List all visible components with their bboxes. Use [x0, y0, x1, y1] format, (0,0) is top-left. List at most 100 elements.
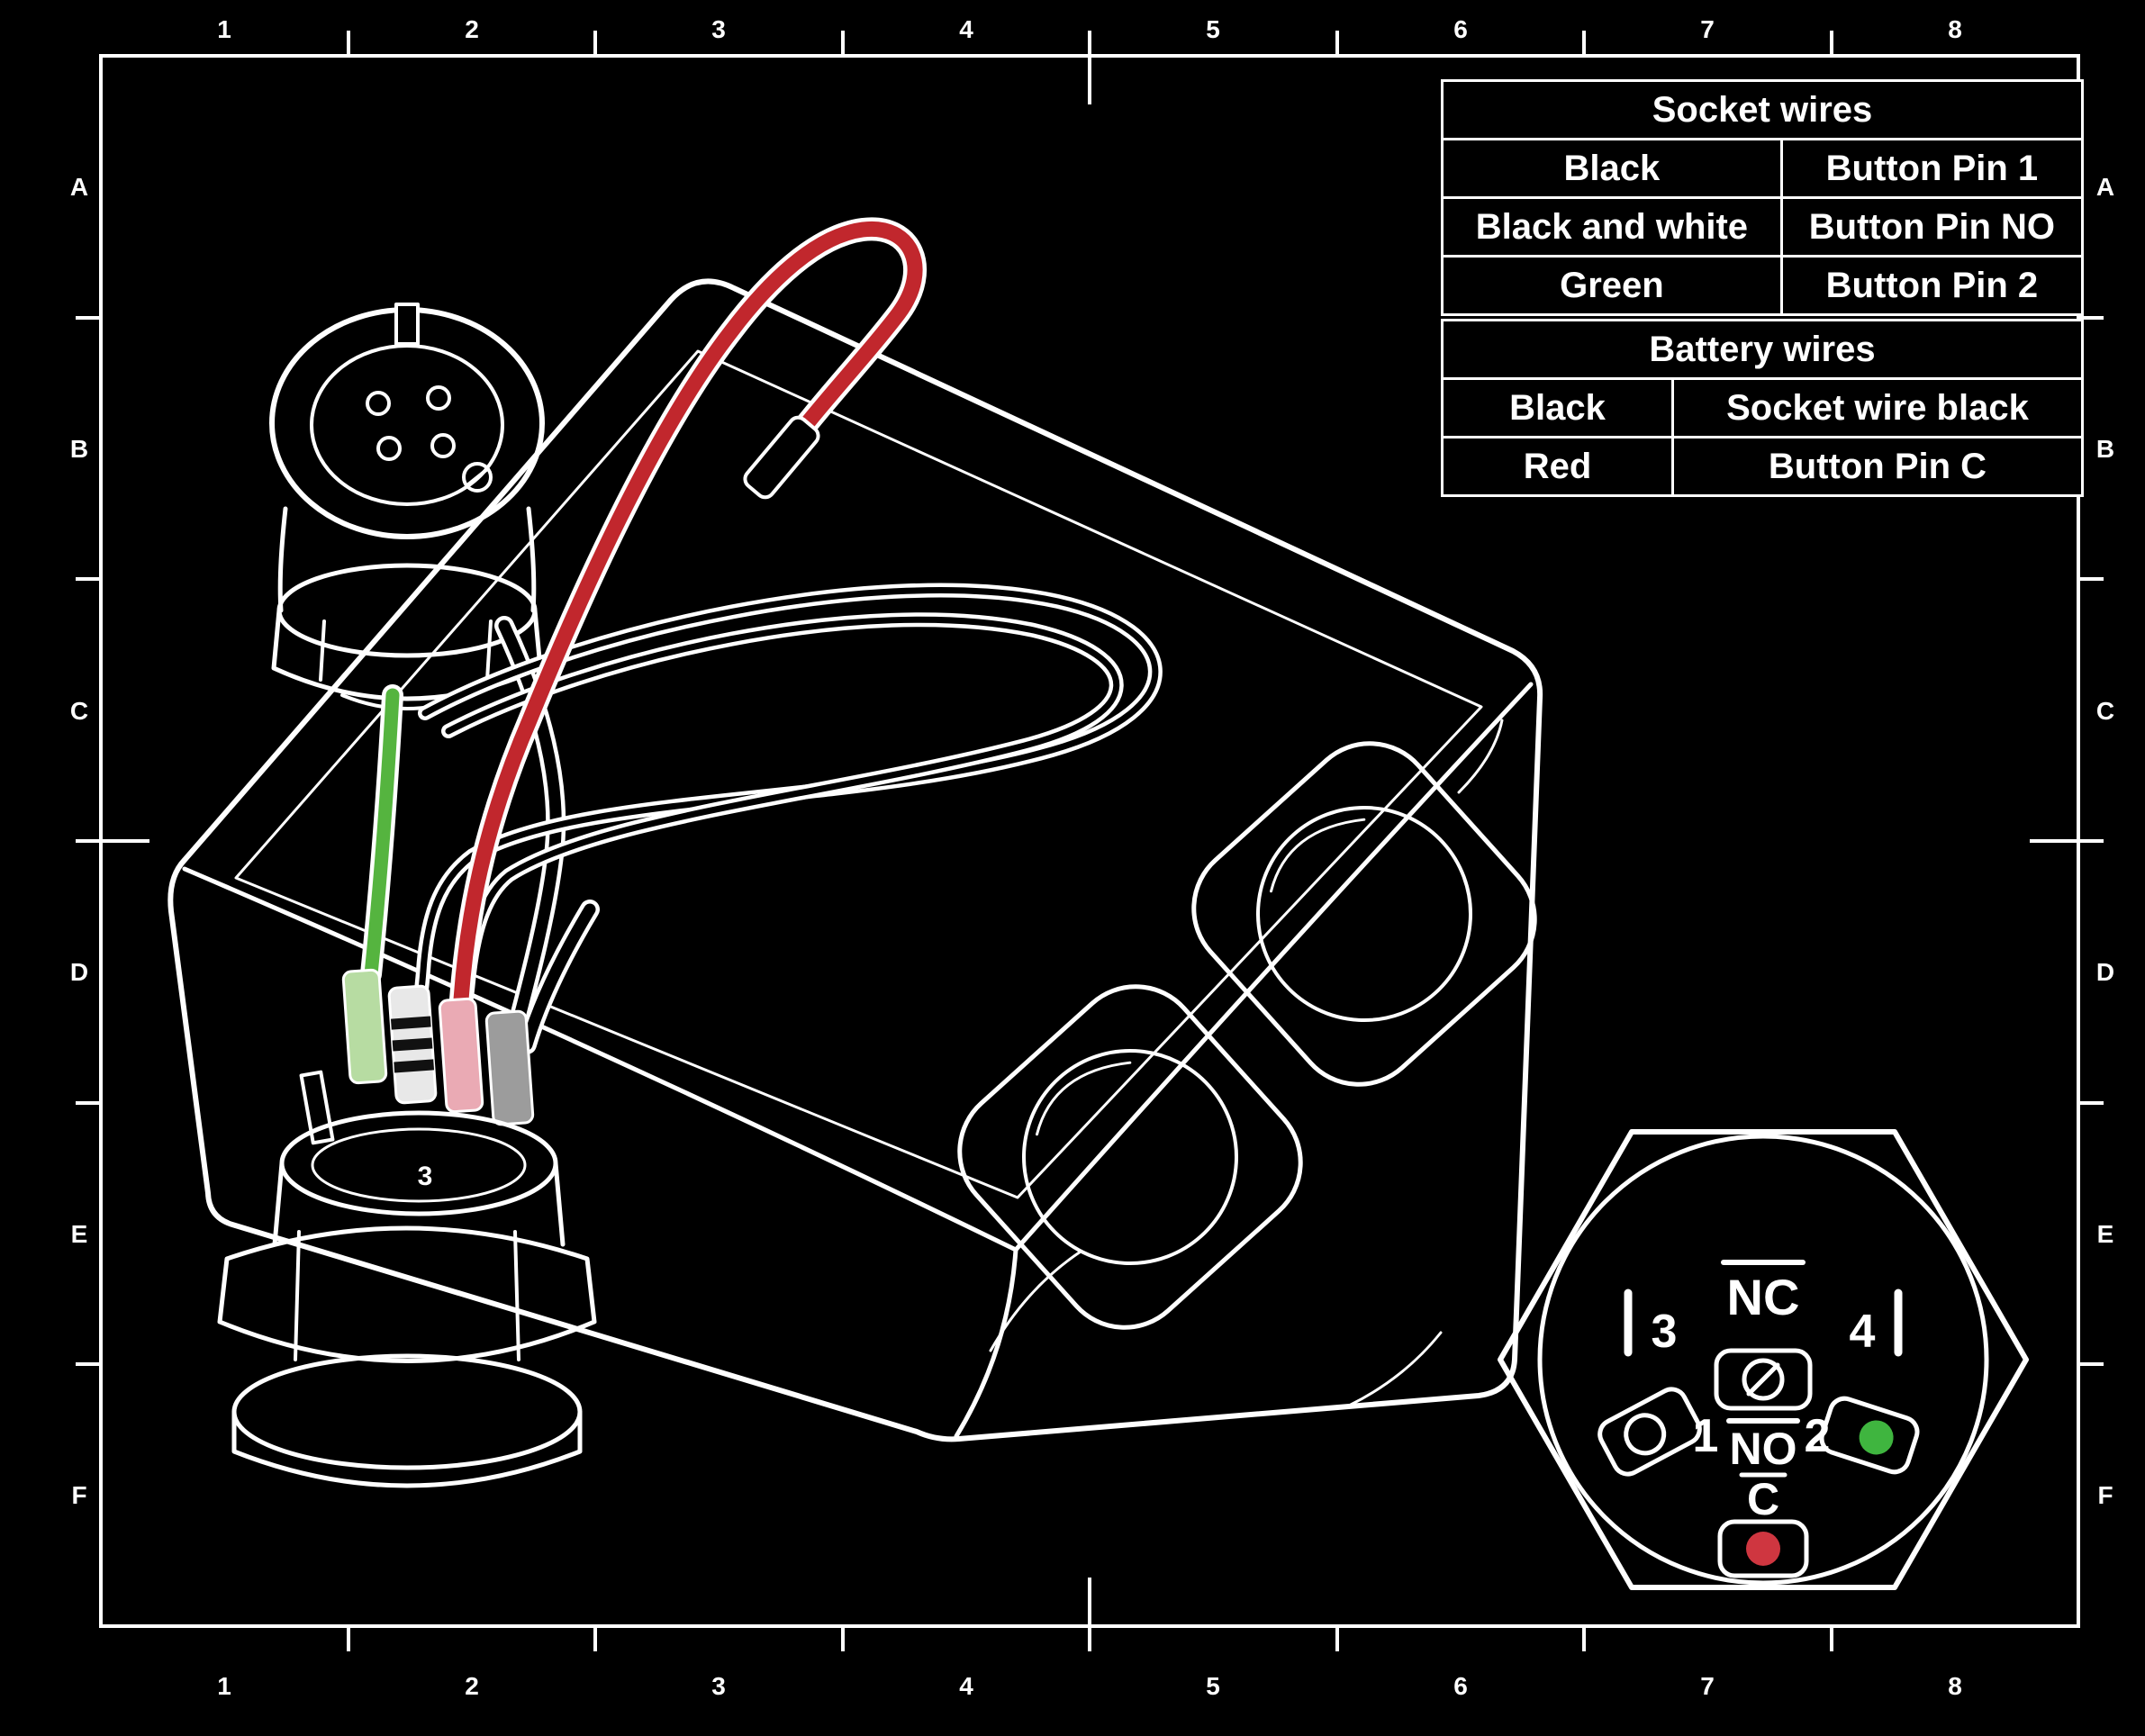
ruler-labels: 1 2 3 4 5 6 7 8 1 2 3 4 5 6 7 8 A B C D … — [70, 15, 2114, 1700]
wrap-fold-1 — [989, 1250, 1082, 1352]
socket-nut-facets — [319, 619, 493, 682]
ruler-label-left-d: D — [70, 958, 88, 986]
ruler-label-bottom-4: 4 — [959, 1672, 973, 1700]
ruler-label-bottom-6: 6 — [1453, 1672, 1468, 1700]
ruler-label-right-d: D — [2096, 958, 2114, 986]
wire-target-cell: Button Pin 1 — [1779, 138, 2085, 199]
ruler-label-bottom-8: 8 — [1948, 1672, 1962, 1700]
wire-color-cell: Red — [1441, 436, 1674, 497]
gray-crimp-connector — [484, 1009, 535, 1126]
button-face-pin-number: 3 — [418, 1162, 433, 1191]
ruler-label-left-b: B — [70, 435, 88, 463]
socket-key-notch — [394, 303, 420, 346]
frame-ticks-right — [2030, 316, 2104, 1366]
ruler-label-bottom-5: 5 — [1206, 1672, 1220, 1700]
ruler-label-right-f: F — [2097, 1481, 2113, 1509]
wrap-fold-2 — [1457, 719, 1504, 794]
battery-pack-front-edge — [182, 866, 1018, 1252]
frame-ticks-left — [76, 316, 149, 1366]
button-hex-nut — [217, 1225, 597, 1363]
button-hex-nut-facets — [294, 1230, 520, 1361]
socket-connector-drawing — [269, 303, 545, 710]
ruler-label-bottom-1: 1 — [217, 1672, 231, 1700]
wire-target-cell: Button Pin C — [1670, 436, 2085, 497]
button-top-face-inner — [311, 1127, 527, 1203]
green-crimp-connector — [341, 968, 388, 1085]
table-header-row: Battery wires — [1441, 319, 2084, 380]
battery-pack-outline — [167, 278, 1543, 1442]
wire-target-cell: Button Pin NO — [1779, 196, 2085, 258]
ruler-label-top-8: 8 — [1948, 15, 1962, 43]
table-row: Black Socket wire black — [1441, 377, 2085, 439]
pinout-label-3: 3 — [1652, 1306, 1678, 1358]
battery-pack-end-edge — [1013, 682, 1534, 1252]
ruler-label-left-a: A — [70, 173, 88, 201]
table-row: Black and white Button Pin NO — [1441, 196, 2085, 258]
table-row: Green Button Pin 2 — [1441, 255, 2085, 316]
black-wire-battery — [517, 900, 600, 1054]
socket-screw-head-icon — [462, 462, 493, 493]
ruler-label-left-e: E — [71, 1220, 88, 1248]
battery-cell-end-upper — [1191, 741, 1537, 1087]
red-wire — [449, 217, 927, 1011]
green-wire — [360, 684, 403, 985]
button-pinout-diagram: NC 3 4 NO C 1 2 — [1498, 1129, 2029, 1590]
socket-wires-table: Socket wires Black Button Pin 1 Black an… — [1441, 79, 2085, 316]
pin-2-green-dot — [1819, 1396, 1920, 1475]
ruler-label-top-6: 6 — [1453, 15, 1468, 43]
ruler-label-right-b: B — [2096, 435, 2114, 463]
battery-pack-drawing — [167, 278, 1543, 1442]
pink-crimp-connector — [438, 997, 484, 1114]
ruler-label-right-e: E — [2097, 1220, 2114, 1248]
wire-color-cell: Black and white — [1441, 196, 1783, 258]
ruler-label-left-f: F — [71, 1481, 86, 1509]
ruler-label-right-a: A — [2096, 173, 2114, 201]
push-button-drawing: 3 — [217, 968, 597, 1488]
ruler-label-bottom-3: 3 — [711, 1672, 726, 1700]
table-header-row: Socket wires — [1441, 79, 2084, 140]
battery-wires-table: Battery wires Black Socket wire black Re… — [1441, 319, 2085, 497]
ruler-label-right-c: C — [2096, 697, 2114, 725]
white-striped-crimp-connector — [387, 984, 438, 1105]
pin-1-symbol — [1597, 1387, 1702, 1477]
pinout-label-no: NO — [1730, 1424, 1797, 1474]
frame-ticks-top — [347, 31, 1833, 104]
battery-pack-corner-edge — [954, 1247, 1018, 1439]
button-body-sides — [272, 1161, 566, 1247]
pinout-hexagon — [1498, 1129, 2029, 1590]
shrink-wrap-inset-line — [234, 349, 1483, 1199]
wire-color-cell: Black — [1441, 377, 1674, 439]
pinout-circle — [1537, 1134, 1989, 1586]
pinout-label-nc: NC — [1727, 1269, 1800, 1325]
ruler-label-bottom-7: 7 — [1700, 1672, 1715, 1700]
battery-wires-title: Battery wires — [1441, 319, 2084, 380]
frame-ticks-bottom — [347, 1578, 1833, 1651]
pinout-label-c: C — [1747, 1474, 1779, 1524]
wire-target-cell: Socket wire black — [1670, 377, 2085, 439]
ruler-label-top-1: 1 — [217, 15, 231, 43]
button-flange-rim — [231, 1409, 583, 1488]
pinout-label-1: 1 — [1693, 1410, 1719, 1462]
table-row: Red Button Pin C — [1441, 436, 2085, 497]
battery-cell-end-lower — [957, 984, 1303, 1330]
ruler-label-top-2: 2 — [465, 15, 479, 43]
socket-wires-title: Socket wires — [1441, 79, 2084, 140]
ruler-label-top-7: 7 — [1700, 15, 1715, 43]
ruler-label-left-c: C — [70, 697, 88, 725]
button-flange-top — [231, 1353, 583, 1470]
ruler-label-bottom-2: 2 — [465, 1672, 479, 1700]
ruler-label-top-3: 3 — [711, 15, 726, 43]
ruler-label-top-4: 4 — [959, 15, 973, 43]
wire-color-cell: Green — [1441, 255, 1783, 316]
wrap-fold-3 — [1349, 1331, 1443, 1406]
pin-no-symbol — [1714, 1348, 1813, 1411]
heat-shrink-cap — [743, 415, 820, 500]
wire-target-cell: Button Pin 2 — [1779, 255, 2085, 316]
socket-nut-top — [276, 563, 538, 658]
pinout-label-4: 4 — [1850, 1306, 1876, 1358]
wires — [360, 217, 1163, 1054]
table-row: Black Button Pin 1 — [1441, 138, 2085, 199]
socket-pin-holes — [366, 385, 456, 461]
